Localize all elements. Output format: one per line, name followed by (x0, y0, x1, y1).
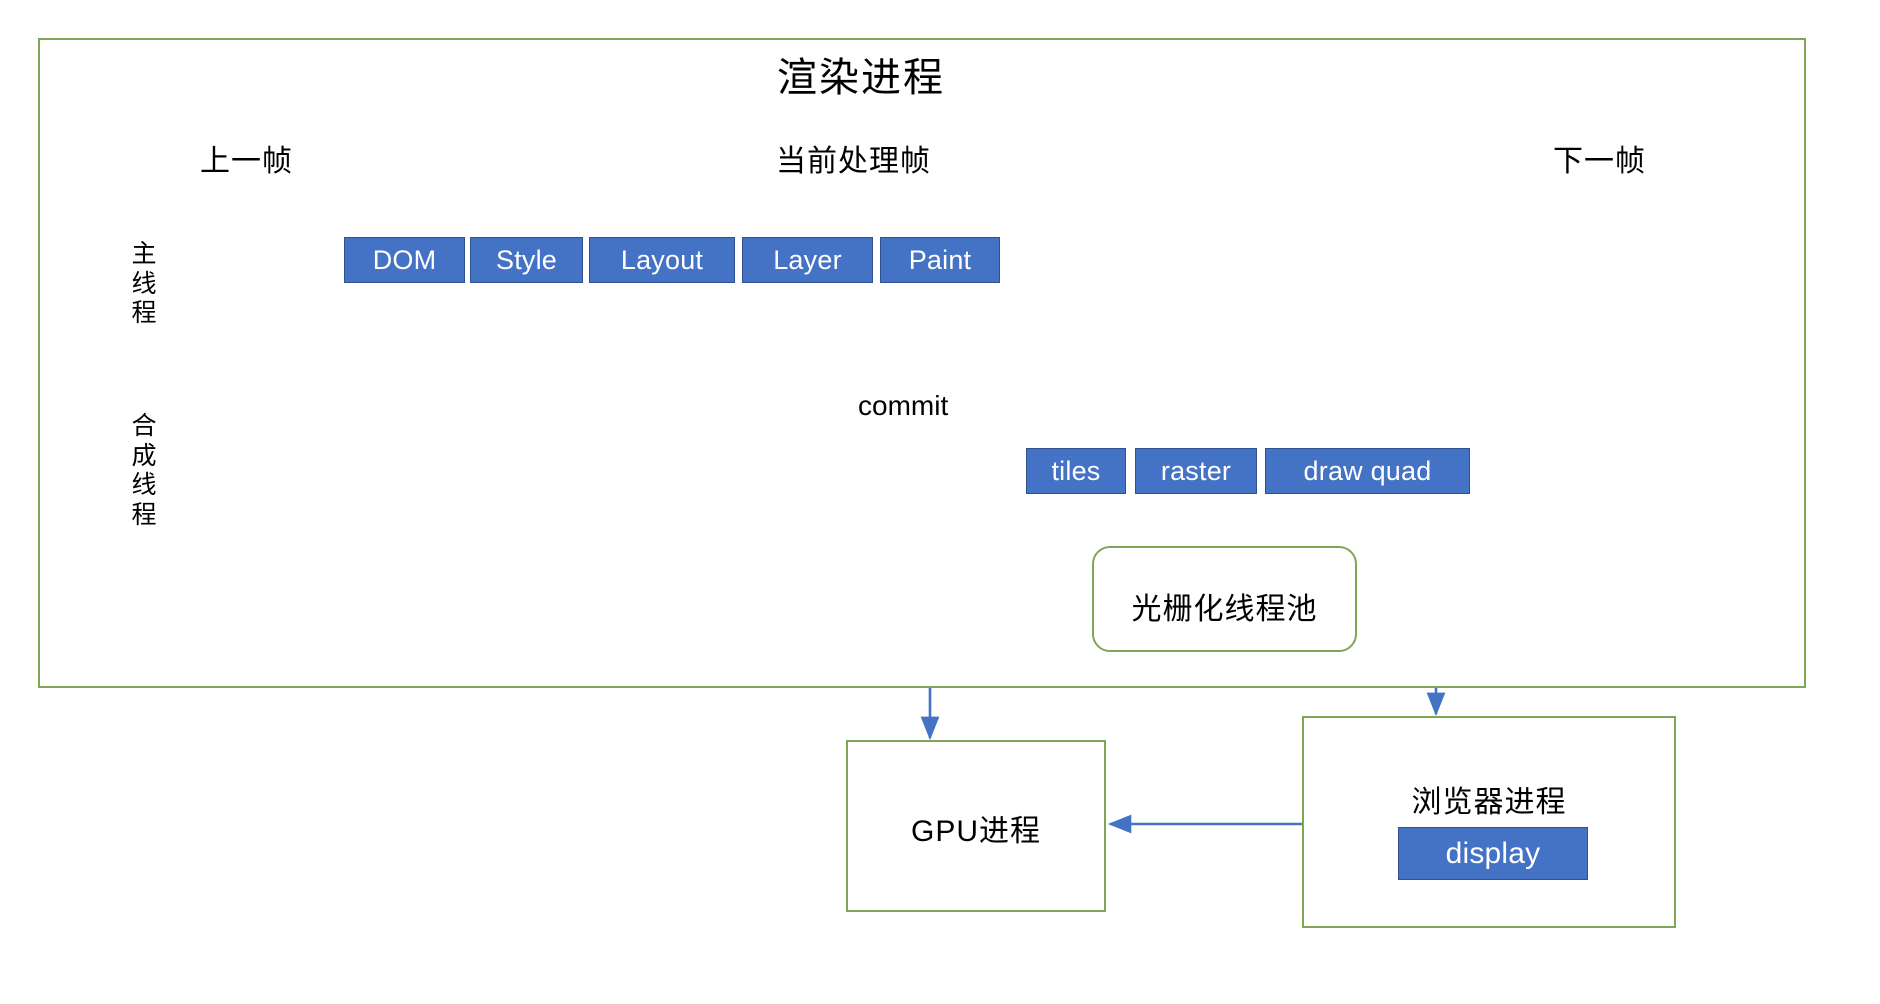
raster-thread-pool-box[interactable] (1092, 546, 1357, 652)
stage-raster-label: raster (1160, 455, 1232, 486)
stage-layout-label: Layout (620, 244, 704, 275)
stage-dom-label: DOM (372, 244, 437, 275)
stage-paint-label: Paint (908, 244, 972, 275)
page-title: 渲染进程 (777, 56, 945, 100)
stage-raster[interactable]: raster (1135, 448, 1257, 494)
gpu-process-label: GPU进程 (910, 815, 1041, 848)
raster-thread-pool-label: 光栅化线程池 (1131, 593, 1318, 626)
main-thread-label-char-0: 主 (131, 240, 157, 268)
stage-layer[interactable]: Layer (742, 237, 873, 283)
next-frame-label: 下一帧 (1553, 145, 1646, 178)
commit-label: commit (858, 390, 949, 421)
main-thread-label-char-1: 线 (131, 269, 157, 298)
display-box[interactable]: display (1398, 827, 1588, 880)
compositor-thread-label-char-2: 线 (131, 471, 157, 499)
stage-dom[interactable]: DOM (344, 237, 465, 283)
stage-style-label: Style (495, 244, 558, 275)
stage-tiles[interactable]: tiles (1026, 448, 1126, 494)
stage-draw-quad-label: draw quad (1303, 455, 1432, 486)
stage-style[interactable]: Style (470, 237, 583, 283)
current-frame-label: 当前处理帧 (770, 145, 937, 180)
stage-tiles-label: tiles (1051, 455, 1101, 486)
gpu-process-box[interactable] (846, 740, 1106, 912)
browser-process-box[interactable] (1302, 716, 1676, 928)
compositor-thread-label-char-0: 合 (131, 412, 157, 440)
browser-process-label: 浏览器进程 (1411, 786, 1567, 819)
renderer-process-container (38, 38, 1806, 688)
main-thread-label: 主 线 程 (127, 240, 161, 329)
stage-layer-label: Layer (773, 244, 842, 275)
stage-draw-quad[interactable]: draw quad (1265, 448, 1470, 494)
compositor-thread-label: 合 成 线 程 (127, 412, 161, 530)
stage-layout[interactable]: Layout (589, 237, 735, 283)
display-box-label: display (1445, 836, 1541, 870)
stage-paint[interactable]: Paint (880, 237, 1000, 283)
compositor-thread-label-char-3: 程 (131, 500, 157, 529)
main-thread-label-char-2: 程 (131, 299, 157, 327)
previous-frame-label: 上一帧 (200, 145, 293, 178)
compositor-thread-label-char-1: 成 (131, 441, 157, 470)
